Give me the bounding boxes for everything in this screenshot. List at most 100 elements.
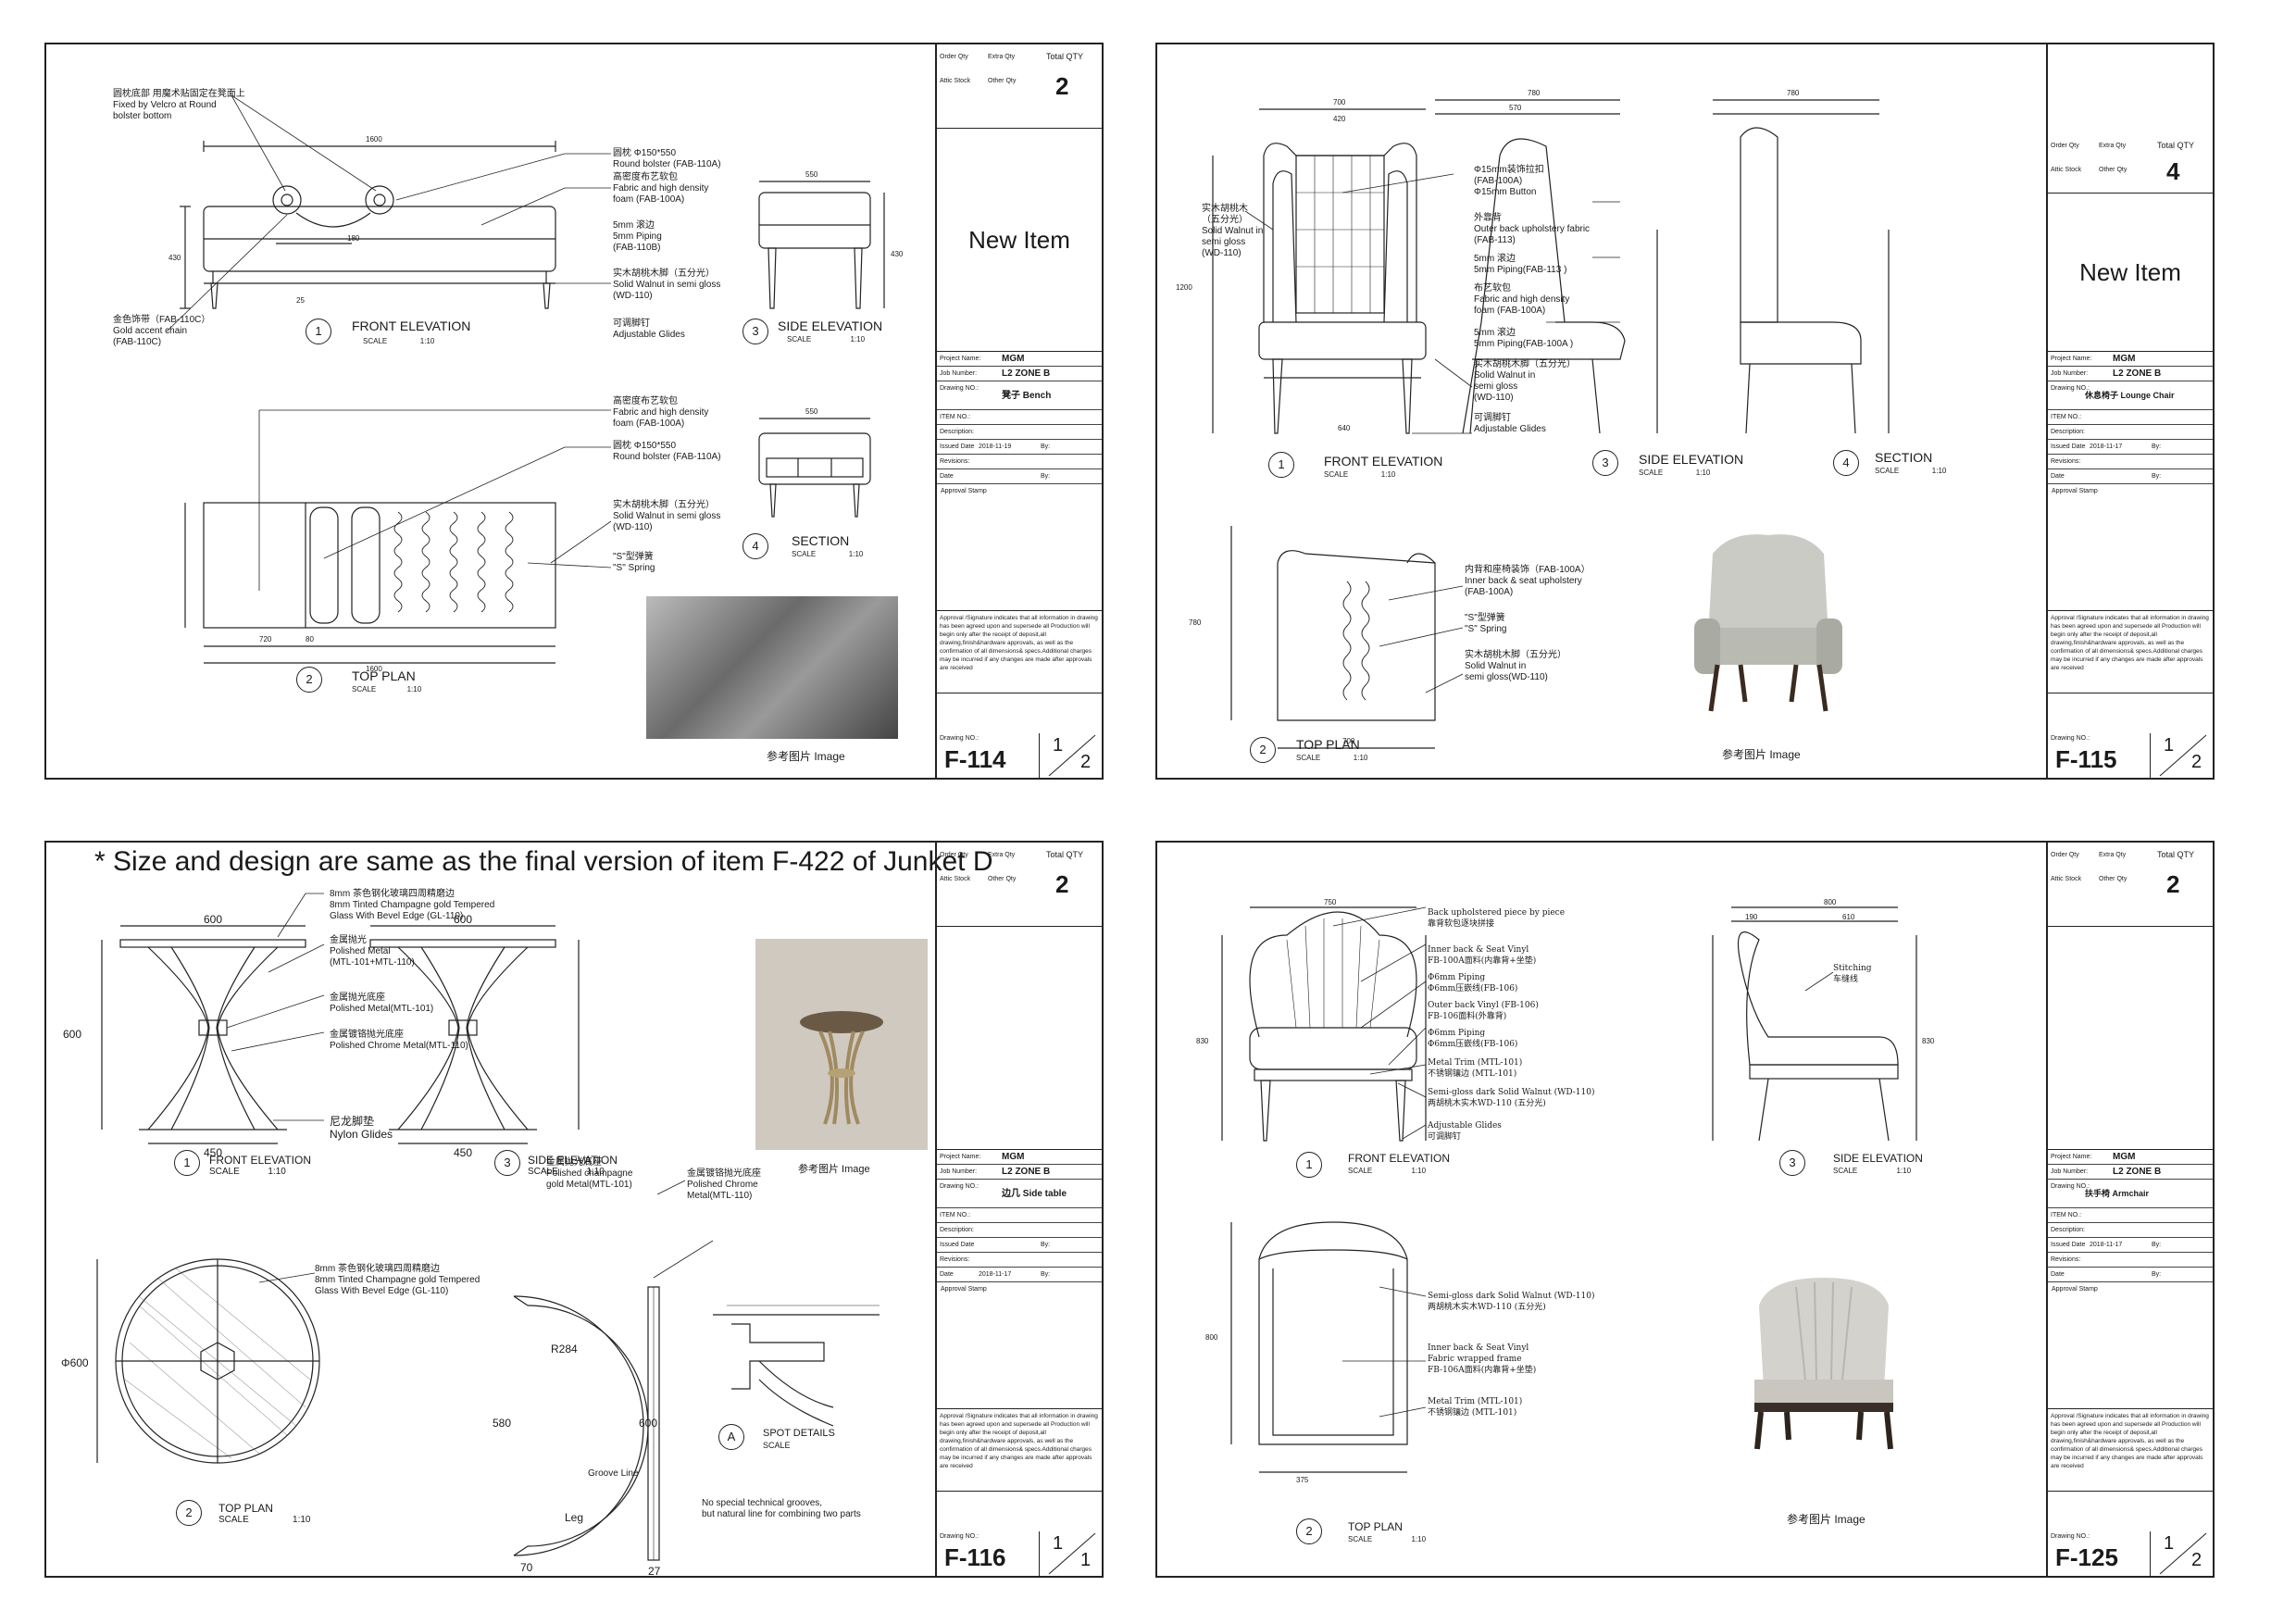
drawing-number: F-125 bbox=[2055, 1543, 2118, 1571]
view-scale: SCALE 1:10 bbox=[352, 685, 422, 693]
drawing-name: 边几 Side table bbox=[1002, 1189, 1067, 1199]
dim-height-side: 830 bbox=[1922, 1037, 1935, 1045]
side-table-drawing bbox=[96, 893, 880, 1561]
dim-depth: 800 bbox=[1824, 898, 1837, 906]
dim-plan-depth: 800 bbox=[1205, 1333, 1218, 1342]
dim-length: 1600 bbox=[366, 135, 382, 144]
note-walnut: 实木胡桃木脚（五分光）Solid Walnut in semi gloss(WD… bbox=[613, 269, 721, 301]
dim-radius: R284 bbox=[551, 1343, 578, 1355]
view-number: 2 bbox=[1296, 1518, 1322, 1544]
title-block: Order Qty Extra Qty Total QTY Attic Stoc… bbox=[2046, 843, 2213, 1576]
view-title: FRONT ELEVATION bbox=[352, 319, 471, 333]
view-scale: SCALE 1:10 bbox=[1875, 467, 1947, 475]
note-s-spring: "S"型弹簧"S" Spring bbox=[613, 552, 655, 573]
total-qty-value: 2 bbox=[1055, 72, 1069, 100]
title-block: Order Qty Extra Qty Total QTY Attic Stoc… bbox=[935, 843, 1102, 1576]
total-qty-value: 2 bbox=[2166, 870, 2180, 898]
view-title: SIDE ELEVATION bbox=[1833, 1152, 1923, 1165]
dim-base-width: 450 bbox=[204, 1146, 223, 1159]
note-grooves: No special technical grooves,but natural… bbox=[702, 1498, 861, 1519]
view-title: TOP PLAN bbox=[1296, 737, 1360, 752]
view-number: 2 bbox=[296, 667, 322, 693]
view-scale: SCALE 1:10 bbox=[1348, 1535, 1427, 1543]
note-s-spring: "S"型弹簧"S" Spring bbox=[1465, 613, 1507, 634]
dim-seat-width: 640 bbox=[1338, 424, 1351, 432]
total-qty-value: 4 bbox=[2166, 157, 2180, 185]
view-number: 1 bbox=[174, 1150, 200, 1176]
dim-side-height: 430 bbox=[891, 250, 904, 258]
view-title: SECTION bbox=[1875, 450, 1933, 465]
total-qty-value: 2 bbox=[1055, 870, 1069, 898]
dim-seat-depth: 570 bbox=[1509, 104, 1522, 112]
view-number: 2 bbox=[176, 1500, 202, 1526]
view-number: 3 bbox=[494, 1150, 520, 1176]
armchair-drawing bbox=[1221, 906, 1917, 1473]
leg-label: Leg bbox=[565, 1511, 584, 1524]
view-scale: SCALE 1:10 bbox=[528, 1167, 605, 1177]
view-title: TOP PLAN bbox=[218, 1502, 273, 1515]
view-scale: SCALE 1:10 bbox=[363, 337, 435, 345]
note-walnut: Semi-gloss dark Solid Walnut (WD-110)两胡桃… bbox=[1428, 1088, 1595, 1108]
new-item-label: New Item bbox=[2079, 257, 2181, 286]
view-scale: SCALE 1:10 bbox=[1348, 1167, 1427, 1175]
view-title: FRONT ELEVATION bbox=[209, 1154, 312, 1167]
dim-height: 1200 bbox=[1176, 283, 1192, 292]
view-title: SIDE ELEVATION bbox=[528, 1154, 618, 1167]
drawing-number: F-116 bbox=[944, 1543, 1006, 1571]
view-title: FRONT ELEVATION bbox=[1348, 1152, 1451, 1165]
view-title: FRONT ELEVATION bbox=[1324, 454, 1443, 468]
note-outer-back-vinyl: Outer back Vinyl (FB-106)FB-106面料(外靠背) bbox=[1428, 1001, 1539, 1021]
dim-width: 750 bbox=[1324, 898, 1337, 906]
drawing-sheet-f116: * Size and design are same as the final … bbox=[44, 841, 1104, 1578]
view-scale: SCALE 1:10 bbox=[209, 1167, 286, 1177]
dim-leg-height: 580 bbox=[493, 1417, 512, 1430]
view-title: SIDE ELEVATION bbox=[778, 319, 883, 333]
reference-armchair-photo bbox=[1754, 1278, 1893, 1450]
view-number: 2 bbox=[1250, 737, 1276, 763]
view-number: 1 bbox=[306, 319, 331, 344]
view-scale: SCALE 1:10 bbox=[1639, 468, 1711, 477]
view-number: 3 bbox=[1592, 450, 1618, 476]
dim-height: 830 bbox=[1196, 1037, 1209, 1045]
title-block: Order Qty Extra Qty Total QTY Attic Stoc… bbox=[935, 44, 1102, 778]
dim-plan-gap: 80 bbox=[306, 635, 314, 643]
new-item-label: New Item bbox=[968, 225, 1070, 254]
bench-drawing bbox=[166, 94, 885, 664]
view-scale: SCALE 1:10 bbox=[792, 550, 864, 558]
dim-top-width: 600 bbox=[204, 913, 223, 926]
groove-line-label: Groove Line bbox=[588, 1468, 639, 1479]
title-block: Order Qty Extra Qty Total QTY Attic Stoc… bbox=[2046, 44, 2213, 778]
note-gold-chain: 金色饰带（FAB-110C）Gold accent chain(FAB-110C… bbox=[113, 315, 211, 347]
dim-leg-base: 70 bbox=[520, 1561, 533, 1574]
note-metal-trim: Metal Trim (MTL-101)不锈钢镶边 (MTL-101) bbox=[1428, 1058, 1523, 1079]
dim-height: 600 bbox=[63, 1028, 82, 1041]
dim-190: 190 bbox=[1745, 913, 1758, 921]
view-title: TOP PLAN bbox=[1348, 1520, 1403, 1533]
view-scale: SCALE 1:10 bbox=[1324, 470, 1396, 479]
note-button: Φ15mm装饰拉扣(FAB-100A)Φ15mm Button bbox=[1474, 165, 1544, 197]
view-title: SECTION bbox=[792, 533, 850, 548]
dim-leg-height-2: 600 bbox=[639, 1417, 658, 1430]
